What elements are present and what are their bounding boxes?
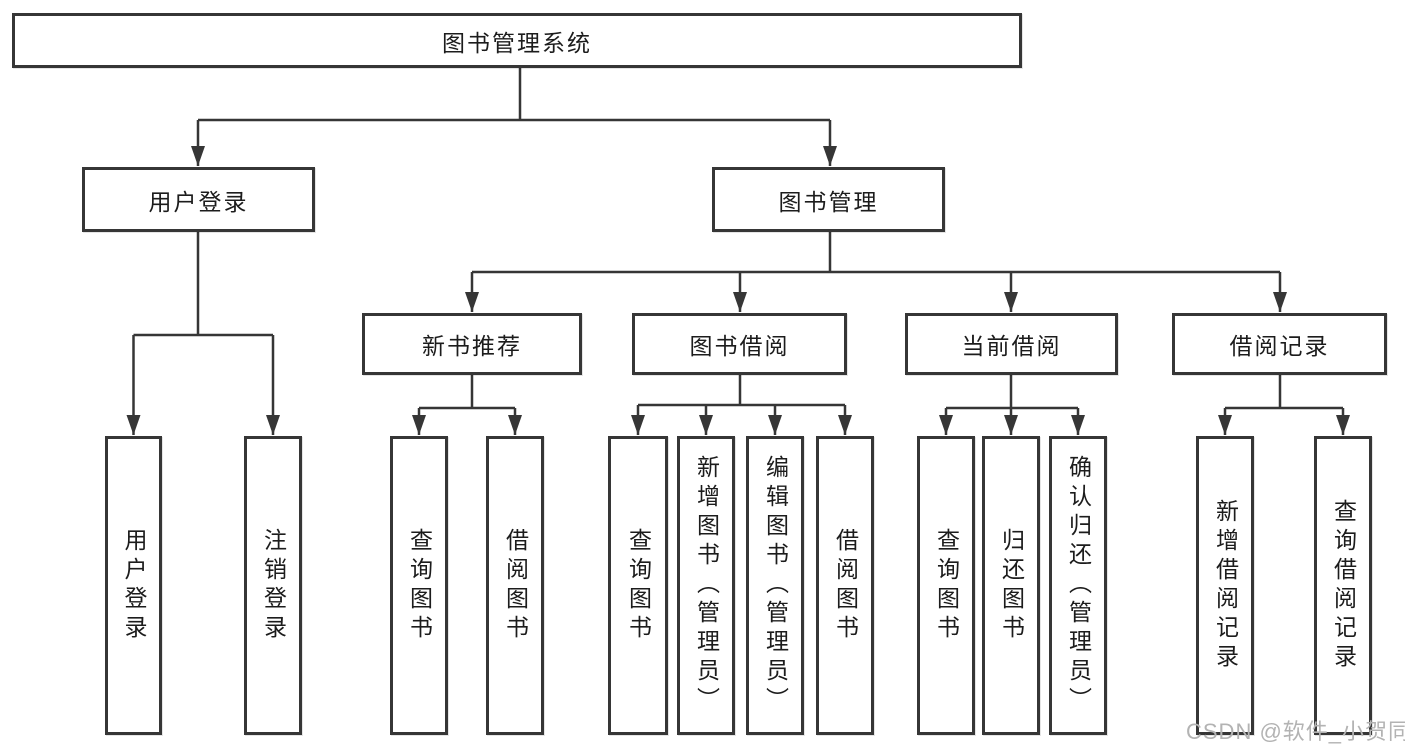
leaf-current-confirm-return-admin: 确认归还（管理员） — [1049, 436, 1107, 735]
node-new-book-recommend: 新书推荐 — [362, 313, 582, 375]
node-book-borrowing: 图书借阅 — [632, 313, 847, 375]
leaf-current-return-books: 归还图书 — [982, 436, 1040, 735]
leaf-recommend-borrow-books: 借阅图书 — [486, 436, 544, 735]
node-library-management-system: 图书管理系统 — [12, 13, 1022, 68]
node-book-management: 图书管理 — [712, 167, 945, 232]
leaf-records-add-record: 新增借阅记录 — [1196, 436, 1254, 735]
leaf-borrow-edit-books-admin: 编辑图书（管理员） — [746, 436, 804, 735]
leaf-logout: 注销登录 — [244, 436, 302, 735]
leaf-user-login: 用户登录 — [105, 436, 162, 735]
leaf-recommend-query-books: 查询图书 — [390, 436, 448, 735]
leaf-borrow-query-books: 查询图书 — [608, 436, 668, 735]
node-current-borrowing: 当前借阅 — [905, 313, 1118, 375]
leaf-borrow-add-books-admin: 新增图书（管理员） — [677, 436, 735, 735]
leaf-borrow-borrow-books: 借阅图书 — [816, 436, 874, 735]
node-user-login: 用户登录 — [82, 167, 315, 232]
node-borrowing-records: 借阅记录 — [1172, 313, 1387, 375]
leaf-current-query-books: 查询图书 — [917, 436, 975, 735]
leaf-records-query-record: 查询借阅记录 — [1314, 436, 1372, 735]
csdn-watermark: CSDN @软件_小贺同学 — [1186, 719, 1405, 744]
